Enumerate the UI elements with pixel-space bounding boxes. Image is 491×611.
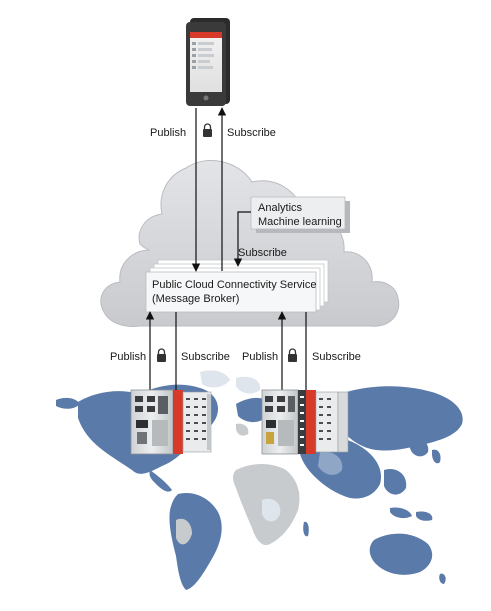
right-connections: Publish Subscribe — [242, 311, 361, 399]
right-subscribe-label: Subscribe — [312, 351, 361, 363]
smartphone-icon — [186, 18, 230, 106]
broker-title: Public Cloud Connectivity Service — [152, 279, 316, 291]
top-connections: Publish Subscribe — [150, 107, 276, 272]
top-publish-label: Publish — [150, 127, 186, 139]
lock-icon — [203, 123, 212, 137]
left-subscribe-label: Subscribe — [181, 351, 230, 363]
lock-icon — [157, 348, 166, 362]
world-map — [56, 370, 463, 590]
top-subscribe-label: Subscribe — [227, 127, 276, 139]
analytics-label: Analytics — [258, 202, 303, 214]
left-connections: Publish Subscribe — [110, 311, 230, 399]
message-broker: Public Cloud Connectivity Service (Messa… — [145, 259, 329, 313]
analytics-connection: Subscribe — [233, 211, 287, 267]
broker-subtitle: (Message Broker) — [152, 293, 239, 305]
right-publish-label: Publish — [242, 351, 278, 363]
left-publish-label: Publish — [110, 351, 146, 363]
lock-icon — [288, 348, 297, 362]
analytics-subscribe-label: Subscribe — [238, 247, 287, 259]
analytics-box: Analytics Machine learning — [250, 196, 350, 233]
controller-device-icon — [130, 389, 212, 455]
machine-learning-label: Machine learning — [258, 216, 342, 228]
controller-device-icon — [261, 389, 349, 455]
